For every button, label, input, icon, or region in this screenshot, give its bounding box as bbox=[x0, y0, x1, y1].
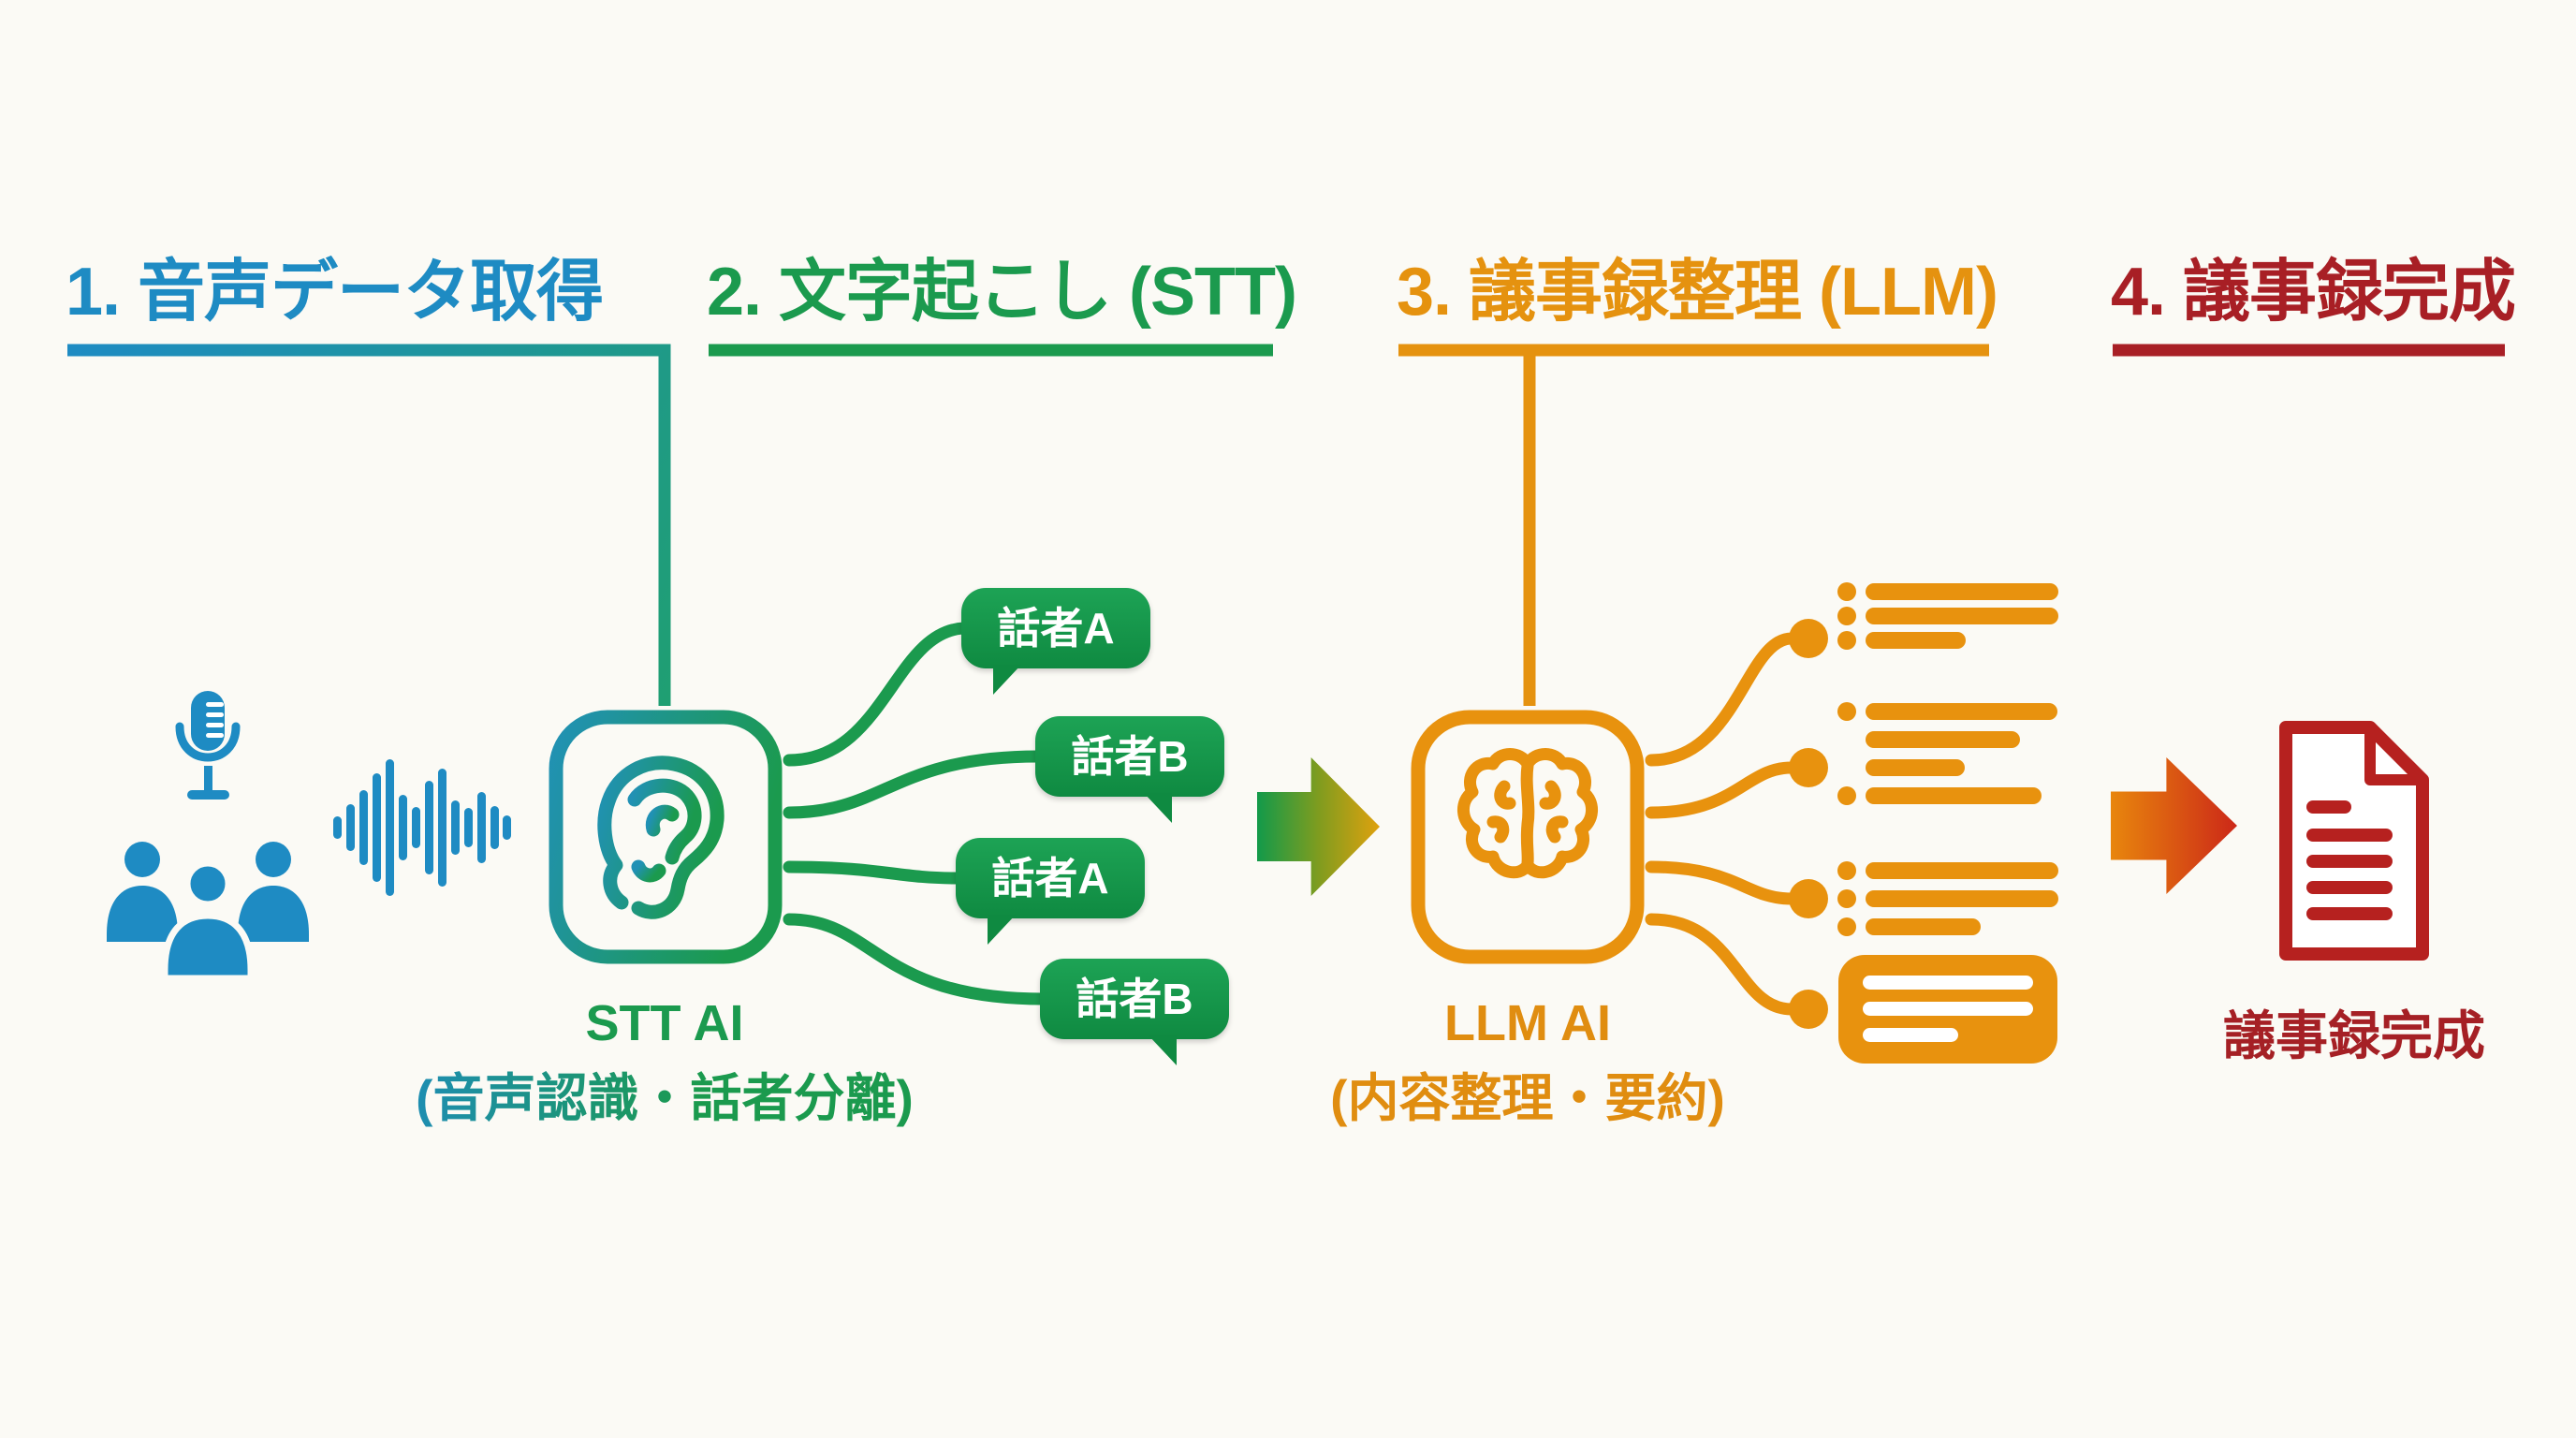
speaker-label: 話者A bbox=[991, 854, 1109, 902]
summary-card bbox=[1838, 955, 2057, 1064]
meeting-people-icon bbox=[107, 842, 309, 981]
speaker-label: 話者A bbox=[997, 604, 1115, 653]
list-item bbox=[1837, 786, 2057, 805]
step3-title: 3. 議事録整理 (LLM) bbox=[1397, 255, 1998, 330]
stt-name: STT AI bbox=[585, 995, 744, 1051]
speaker-bubble-2: 話者B bbox=[1035, 716, 1224, 823]
speaker-label: 話者B bbox=[1076, 975, 1193, 1023]
bullet-dot bbox=[1837, 631, 1856, 650]
step4-title: 4. 議事録完成 bbox=[2111, 255, 2516, 330]
speaker-bubble-3: 話者A bbox=[956, 838, 1145, 945]
llm-desc: (内容整理・要約) bbox=[1330, 1069, 1725, 1127]
list-item bbox=[1837, 582, 2058, 601]
llm-output-links bbox=[1645, 632, 1798, 1016]
bullet-dot bbox=[1837, 582, 1856, 601]
list-item bbox=[1837, 731, 2057, 748]
bubble-tail bbox=[993, 665, 1021, 695]
speaker-bubble-4: 話者B bbox=[1040, 959, 1229, 1065]
minutes-list-group-2 bbox=[1837, 702, 2057, 805]
speaker-label: 話者B bbox=[1071, 732, 1189, 781]
step3-underline bbox=[1398, 344, 1989, 706]
minutes-list-group-3 bbox=[1837, 861, 2058, 936]
bullet-dot bbox=[1837, 702, 1856, 721]
stt-box bbox=[549, 710, 783, 964]
bubble-tail bbox=[1144, 793, 1172, 823]
list-item bbox=[1837, 607, 2058, 625]
card-text-bar bbox=[1863, 1028, 1958, 1042]
list-item bbox=[1837, 631, 2058, 650]
brain-icon bbox=[1457, 748, 1598, 879]
audio-waveform-icon bbox=[333, 759, 511, 896]
step2-title: 2. 文字起こし (STT) bbox=[707, 255, 1297, 330]
step1-underline bbox=[67, 344, 671, 706]
list-item bbox=[1837, 702, 2057, 721]
stt-output-links bbox=[783, 622, 1049, 1005]
speaker-bubble-1: 話者A bbox=[961, 588, 1150, 695]
bubble-tail bbox=[988, 915, 1016, 945]
card-text-bar bbox=[1863, 1002, 2033, 1016]
step1-title: 1. 音声データ取得 bbox=[66, 255, 604, 330]
stt-desc: (音声認識・話者分離) bbox=[365, 1056, 964, 1131]
document-icon bbox=[2279, 721, 2429, 961]
list-item bbox=[1837, 917, 2058, 936]
list-item bbox=[1837, 759, 2057, 776]
ear-icon bbox=[597, 756, 724, 919]
bullet-spacer bbox=[1837, 730, 1856, 749]
bullet-dot bbox=[1837, 607, 1856, 625]
llm-box bbox=[1411, 710, 1645, 964]
bullet-dot bbox=[1837, 917, 1856, 936]
microphone-icon bbox=[175, 691, 241, 800]
bullet-dot bbox=[1837, 786, 1856, 805]
bullet-spacer bbox=[1837, 758, 1856, 777]
card-text-bar bbox=[1863, 976, 2033, 990]
list-item bbox=[1837, 889, 2058, 908]
bullet-dot bbox=[1837, 889, 1856, 908]
document-text-lines bbox=[2306, 800, 2393, 920]
minutes-list-group-1 bbox=[1837, 582, 2058, 650]
llm-name: LLM AI bbox=[1444, 995, 1611, 1051]
bubble-tail bbox=[1149, 1035, 1177, 1065]
link-end-dots bbox=[1789, 619, 1828, 1029]
list-item bbox=[1837, 861, 2058, 880]
bullet-dot bbox=[1837, 861, 1856, 880]
result-label: 議事録完成 bbox=[2223, 1006, 2485, 1065]
